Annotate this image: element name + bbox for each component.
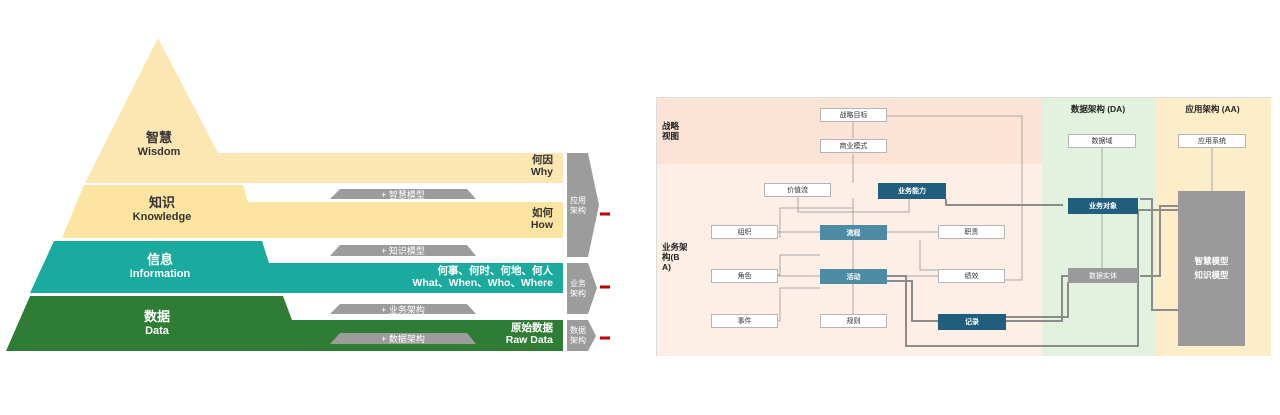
data-en: Data	[145, 324, 169, 337]
information-band	[30, 241, 563, 293]
node-data-domain: 数据域	[1068, 134, 1136, 148]
node-process: 流程	[820, 225, 887, 240]
knowledge-cn: 知识	[148, 195, 175, 210]
information-en: Information	[129, 267, 191, 280]
business-arch-header: 业务架构(BA)	[662, 242, 688, 273]
node-role: 角色	[711, 269, 778, 283]
node-business-object: 业务对象	[1068, 198, 1138, 214]
why-en: Why	[530, 166, 553, 179]
pyramid-graphic	[6, 38, 610, 351]
node-performance: 绩效	[938, 269, 1005, 283]
node-responsibility: 职责	[938, 225, 1005, 239]
wisdom-label: 智慧 Wisdom	[118, 130, 200, 159]
data-cn: 数据	[143, 309, 170, 324]
node-rule: 规则	[820, 314, 887, 328]
node-wisdom-knowledge-model: 智慧模型 知识模型	[1178, 191, 1245, 346]
side-box-2	[567, 263, 597, 314]
side-box-aa-label: 应用架构	[570, 196, 586, 215]
knowledge-en: Knowledge	[132, 210, 192, 223]
da-header: 数据架构 (DA)	[1070, 104, 1126, 114]
strategy-view-header: 战略视图	[662, 121, 680, 142]
tab-bg-1	[330, 189, 476, 199]
node-organization: 组织	[711, 225, 778, 239]
what-cn: 何事、何时、何地、何人	[437, 265, 554, 277]
tab-bg-2	[330, 245, 476, 256]
raw-data-label: 原始数据 Raw Data	[440, 322, 553, 346]
knowledge-band	[62, 185, 563, 238]
node-business-capability: 业务能力	[878, 183, 946, 199]
how-cn: 如何	[532, 207, 553, 219]
side-box-aa-text: 应用架构	[567, 192, 589, 220]
data-label: 数据 Data	[112, 309, 202, 338]
what-label: 何事、何时、何地、何人 What、When、Who、Where	[380, 265, 553, 289]
how-en: How	[530, 219, 553, 232]
side-box-ba-label: 业务架构	[570, 279, 586, 298]
node-event: 事件	[711, 314, 778, 328]
tab-bg-3	[330, 304, 476, 314]
side-box-da-text: 数据架构	[567, 322, 589, 350]
side-box-ba-text: 业务架构	[567, 275, 589, 303]
tab-data-arch: + 数据架构	[381, 334, 425, 344]
node-value-stream: 价值流	[764, 183, 831, 197]
tab-business-arch: + 业务架构	[381, 304, 425, 315]
node-application-system: 应用系统	[1178, 134, 1246, 148]
node-business-model: 商业模式	[820, 139, 887, 153]
information-cn: 信息	[146, 252, 173, 267]
side-box-1	[567, 153, 599, 257]
side-box-3	[567, 320, 596, 351]
node-activity: 活动	[820, 269, 887, 284]
aa-header: 应用架构 (AA)	[1185, 104, 1240, 114]
node-record: 记录	[938, 314, 1006, 330]
node-strategic-goal: 战略目标	[820, 108, 887, 122]
wisdom-en: Wisdom	[137, 145, 181, 158]
tab-knowledge-model: + 知识模型	[381, 246, 425, 256]
tab-bg-4	[330, 333, 476, 344]
node-data-entity: 数据实体	[1068, 268, 1138, 283]
raw-data-cn: 原始数据	[511, 322, 553, 334]
raw-data-en: Raw Data	[505, 334, 553, 347]
tab-wisdom-model: + 智慧模型	[381, 189, 425, 200]
what-en: What、When、Who、Where	[412, 277, 553, 290]
wisdom-band	[85, 38, 563, 183]
why-label: 何因 Why	[440, 154, 553, 178]
knowledge-label: 知识 Knowledge	[112, 195, 212, 224]
side-box-da-label: 数据架构	[570, 326, 586, 345]
wisdom-cn: 智慧	[145, 130, 172, 145]
how-label: 如何 How	[440, 207, 553, 231]
information-label: 信息 Information	[110, 252, 210, 281]
why-cn: 何因	[532, 154, 553, 166]
